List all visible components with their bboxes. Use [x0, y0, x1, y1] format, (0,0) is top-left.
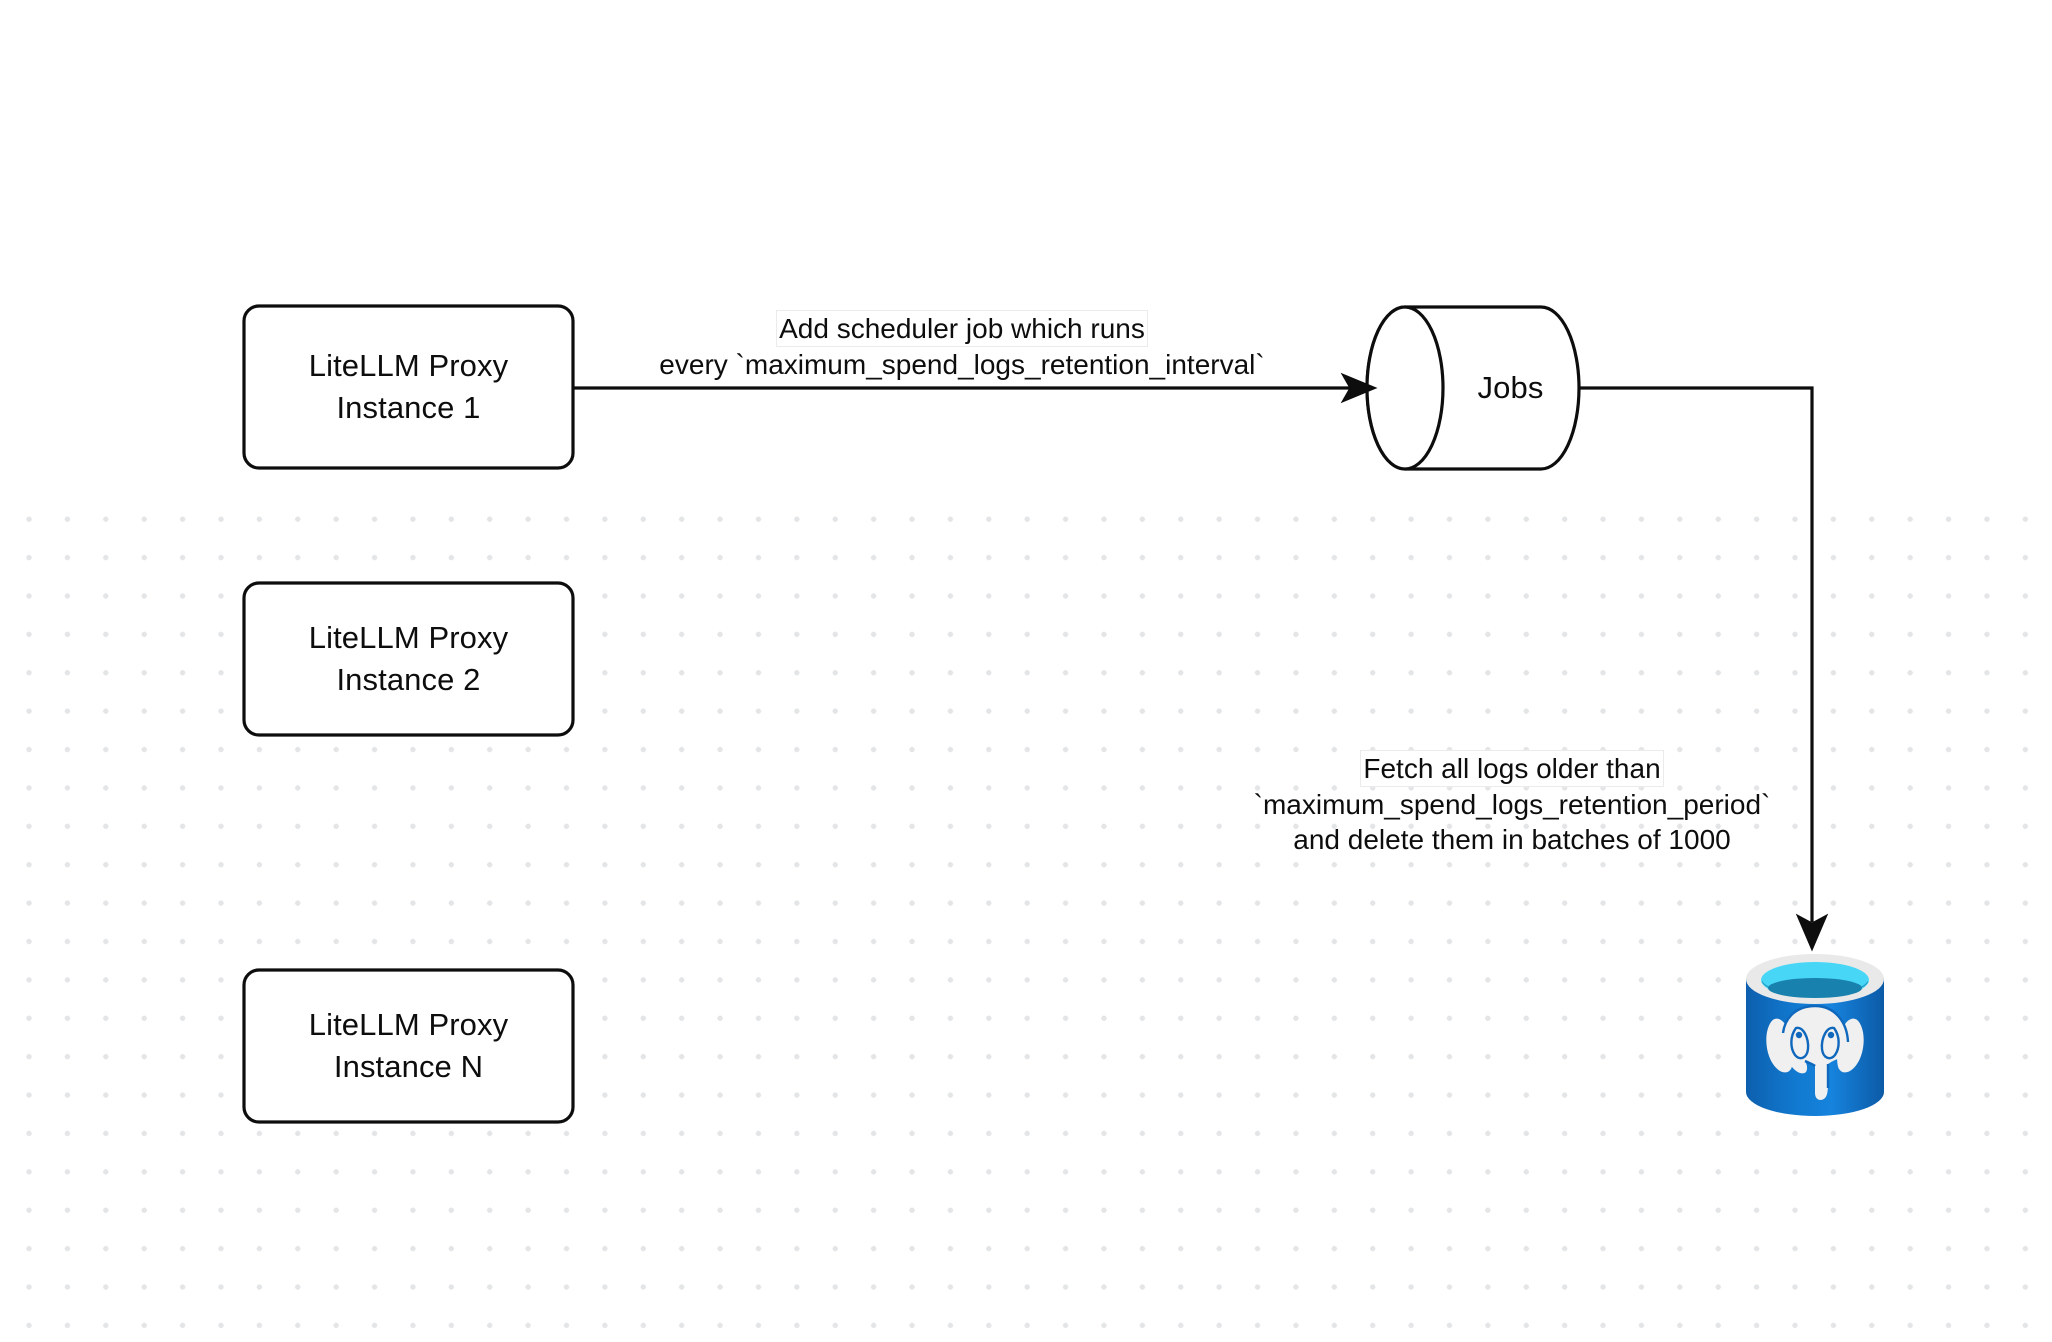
- pg-elephant-eyes: [1790, 1026, 1840, 1060]
- proxy-1-label-line-1: LiteLLM Proxy: [308, 348, 509, 383]
- proxy-2-label-line-1: LiteLLM Proxy: [308, 620, 509, 655]
- edge2-label-line-2: `maximum_spend_logs_retention_period`: [1253, 789, 1771, 820]
- node-proxy-instance-2-label: LiteLLM Proxy Instance 2: [244, 617, 573, 701]
- proxy-n-label-line-2: Instance N: [333, 1049, 484, 1084]
- jobs-label-text: Jobs: [1477, 370, 1544, 405]
- edge-proxy1-to-jobs-arrowhead: [1340, 372, 1378, 404]
- node-proxy-instance-2-shape[interactable]: [242, 581, 575, 737]
- edge2-label-line-3: and delete them in batches of 1000: [1293, 824, 1731, 855]
- node-jobs-cylinder-shape[interactable]: [1365, 305, 1581, 471]
- proxy-n-label-line-1: LiteLLM Proxy: [308, 1007, 509, 1042]
- pg-elephant-pupils: [1795, 1031, 1835, 1039]
- node-jobs-label: Jobs: [1443, 367, 1578, 409]
- node-proxy-instance-n-shape[interactable]: [242, 968, 575, 1124]
- pg-elephant-glyph: [1766, 1006, 1864, 1101]
- edge-jobs-to-postgres-arrowhead: [1795, 913, 1829, 952]
- postgresql-database-icon[interactable]: [1740, 948, 1890, 1123]
- edge-proxy1-to-jobs-label: Add scheduler job which runs every `maxi…: [573, 310, 1351, 382]
- node-proxy-instance-1-label: LiteLLM Proxy Instance 1: [244, 345, 573, 429]
- pg-elephant-outline: [1781, 1004, 1850, 1088]
- proxy-1-label-line-2: Instance 1: [336, 390, 481, 425]
- pg-cylinder-inner-shadow: [1768, 978, 1862, 998]
- edge-jobs-to-postgres-label: Fetch all logs older than `maximum_spend…: [1212, 750, 1812, 857]
- edge1-label-line-1: Add scheduler job which runs: [776, 310, 1148, 347]
- edge-jobs-to-postgres-line[interactable]: [1579, 386, 1814, 922]
- edge1-label-line-2: every `maximum_spend_logs_retention_inte…: [659, 349, 1265, 380]
- proxy-2-label-line-2: Instance 2: [336, 662, 481, 697]
- edge2-label-line-1: Fetch all logs older than: [1360, 750, 1664, 787]
- node-proxy-instance-n-label: LiteLLM Proxy Instance N: [244, 1004, 573, 1088]
